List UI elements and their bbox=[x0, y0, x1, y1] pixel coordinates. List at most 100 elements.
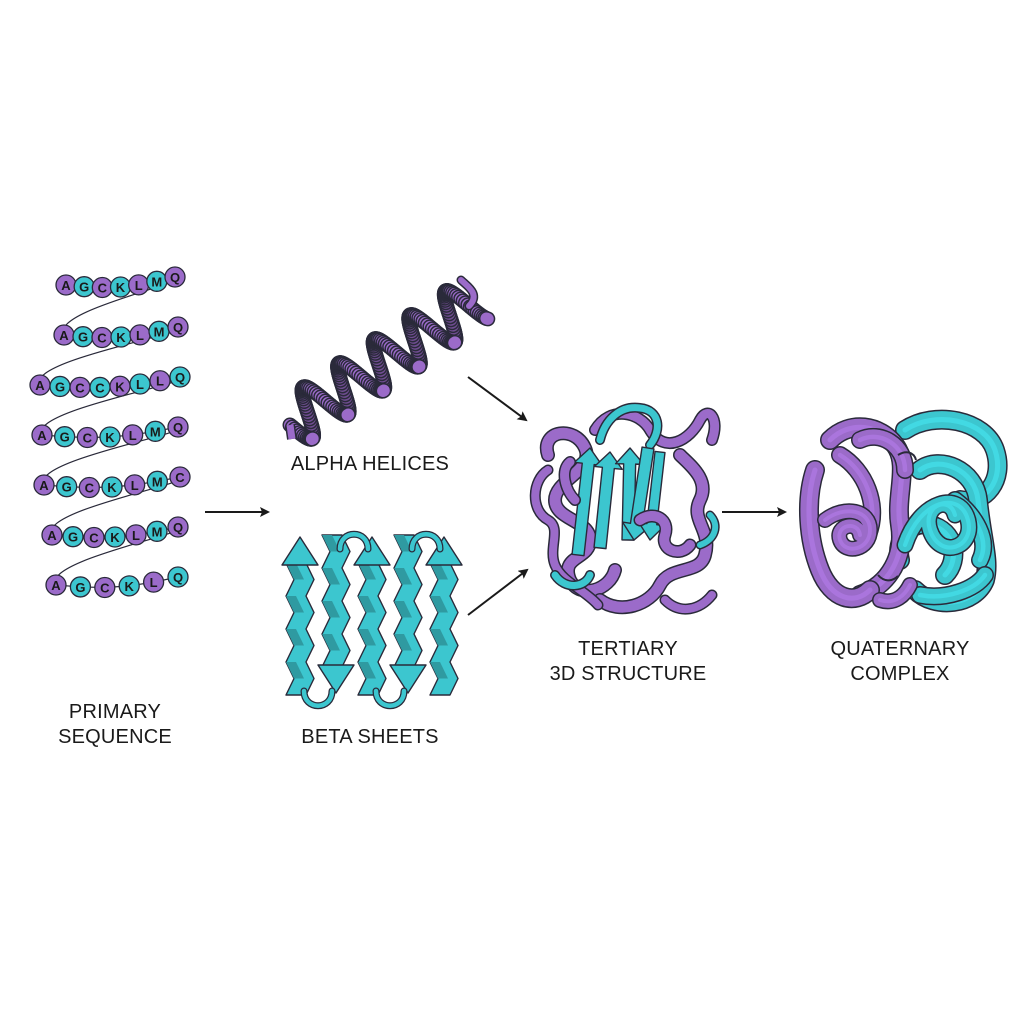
amino-acid-bead: K bbox=[118, 575, 140, 597]
tertiary-label-line-1: TERTIARY bbox=[578, 638, 678, 660]
residue-letter: K bbox=[116, 330, 126, 345]
amino-acid-bead: L bbox=[149, 370, 171, 392]
residue-letter: C bbox=[83, 431, 93, 446]
amino-acid-bead: Q bbox=[167, 316, 189, 338]
amino-acid-bead: M bbox=[146, 470, 168, 492]
residue-letter: G bbox=[60, 430, 70, 445]
residue-letter: K bbox=[110, 530, 120, 545]
beta-sheets-label: BETA SHEETS bbox=[301, 726, 438, 748]
residue-letter: L bbox=[136, 377, 144, 392]
residue-letter: K bbox=[115, 379, 125, 394]
residue-letter: M bbox=[151, 274, 162, 289]
amino-acid-bead: A bbox=[53, 324, 75, 346]
residue-letter: A bbox=[35, 378, 45, 393]
alpha-helix-icon bbox=[282, 275, 496, 447]
residue-letter: L bbox=[131, 478, 139, 493]
residue-letter: Q bbox=[173, 570, 183, 585]
residue-letter: G bbox=[79, 280, 89, 295]
amino-acid-bead: C bbox=[76, 426, 98, 449]
amino-acid-bead: Q bbox=[169, 366, 191, 388]
residue-letter: G bbox=[78, 330, 88, 345]
residue-letter: M bbox=[154, 324, 165, 339]
alpha-helices-label: ALPHA HELICES bbox=[291, 453, 449, 475]
residue-letter: G bbox=[68, 530, 78, 545]
residue-letter: C bbox=[95, 380, 105, 395]
residue-letter: C bbox=[89, 531, 99, 546]
amino-acid-bead: L bbox=[142, 571, 165, 593]
quaternary-label-line-2: COMPLEX bbox=[850, 663, 949, 685]
amino-acid-bead: C bbox=[89, 376, 111, 399]
amino-acid-bead: L bbox=[129, 373, 151, 395]
residue-letter: A bbox=[39, 478, 49, 493]
amino-acid-bead: G bbox=[73, 276, 95, 298]
residue-letter: C bbox=[75, 380, 85, 395]
residue-letter: M bbox=[150, 424, 161, 439]
amino-acid-bead: Q bbox=[167, 566, 189, 588]
amino-acid-bead: L bbox=[129, 324, 151, 346]
amino-acid-bead: A bbox=[31, 424, 53, 446]
amino-acid-bead: Q bbox=[167, 416, 189, 438]
amino-acid-bead: Q bbox=[167, 516, 189, 538]
residue-letter: K bbox=[105, 430, 115, 445]
amino-acid-bead: C bbox=[91, 276, 113, 299]
residue-letter: A bbox=[37, 428, 47, 443]
residue-letter: L bbox=[150, 575, 158, 590]
residue-letter: L bbox=[135, 278, 143, 293]
residue-letter: Q bbox=[170, 270, 180, 285]
amino-acid-bead: A bbox=[55, 274, 77, 296]
amino-acid-bead: G bbox=[69, 576, 92, 598]
beta-strand bbox=[353, 536, 391, 696]
residue-letter: K bbox=[125, 579, 135, 594]
residue-letter: M bbox=[152, 474, 163, 489]
amino-acid-bead: A bbox=[33, 474, 55, 496]
amino-acid-bead: C bbox=[69, 376, 91, 399]
beta-strand bbox=[425, 536, 463, 696]
tertiary-label-line-2: 3D STRUCTURE bbox=[550, 663, 707, 685]
primary-sequence-label: PRIMARY SEQUENCE bbox=[58, 701, 172, 748]
residue-letter: C bbox=[98, 281, 108, 296]
amino-acid-bead: L bbox=[124, 474, 146, 496]
residue-letter: Q bbox=[175, 370, 185, 385]
amino-acid-bead: M bbox=[146, 270, 168, 292]
amino-acid-bead: M bbox=[144, 420, 166, 442]
amino-acid-bead: K bbox=[99, 426, 121, 448]
beta-strand bbox=[281, 536, 319, 696]
amino-acid-bead: G bbox=[72, 326, 94, 348]
residue-letter: K bbox=[116, 280, 126, 295]
residue-letter: L bbox=[156, 374, 164, 389]
quaternary-complex-icon bbox=[799, 409, 1008, 613]
amino-acid-bead: K bbox=[101, 476, 123, 498]
amino-acid-bead: G bbox=[62, 526, 84, 548]
residue-letter: K bbox=[107, 480, 117, 495]
beta-sheets-icon bbox=[281, 530, 463, 710]
amino-acid-bead: L bbox=[125, 524, 147, 546]
amino-acid-bead: C bbox=[169, 466, 191, 488]
residue-letter: C bbox=[100, 581, 110, 596]
amino-acid-bead: G bbox=[49, 375, 71, 398]
arrow-beta-to-tertiary bbox=[467, 568, 529, 616]
quaternary-label-line-1: QUATERNARY bbox=[830, 638, 969, 660]
amino-acid-bead: C bbox=[94, 576, 116, 599]
amino-acid-bead: M bbox=[148, 320, 170, 342]
residue-letter: A bbox=[61, 278, 71, 293]
residue-letter: G bbox=[75, 580, 85, 595]
amino-acid-bead: K bbox=[109, 375, 131, 397]
arrow-alpha-to-tertiary bbox=[467, 376, 528, 422]
residue-letter: Q bbox=[173, 320, 183, 335]
amino-acid-bead: A bbox=[41, 524, 63, 546]
amino-acid-bead: A bbox=[29, 374, 51, 396]
amino-acid-bead: G bbox=[56, 476, 78, 498]
amino-acid-bead: G bbox=[54, 426, 76, 448]
primary-label-line-1: PRIMARY bbox=[69, 701, 161, 723]
amino-acid-bead: Q bbox=[164, 266, 186, 288]
residue-letter: G bbox=[62, 480, 72, 495]
residue-letter: A bbox=[51, 578, 61, 593]
residue-letter: M bbox=[152, 524, 163, 539]
primary-label-line-2: SEQUENCE bbox=[58, 726, 172, 748]
amino-acid-bead: A bbox=[45, 574, 67, 596]
residue-letter: G bbox=[55, 379, 65, 394]
residue-letter: L bbox=[132, 528, 140, 543]
amino-acid-bead: L bbox=[122, 424, 144, 446]
residue-letter: A bbox=[59, 328, 69, 343]
